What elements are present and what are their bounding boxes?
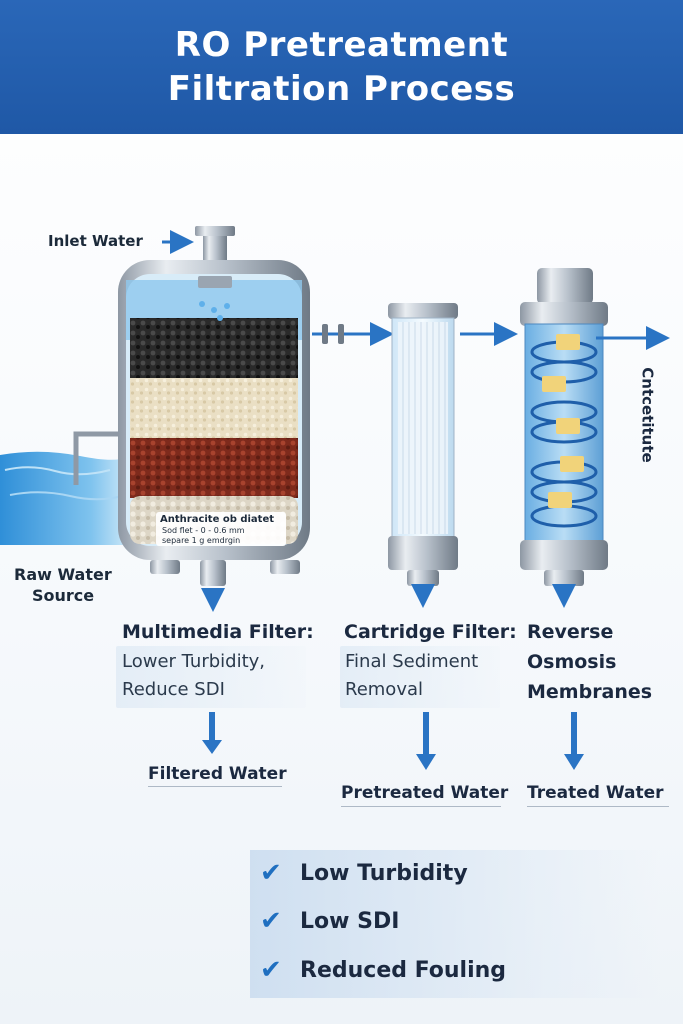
benefit-text: Reduced Fouling [300,957,507,983]
media-label-line2: Sod flet - 0 - 0.6 mm [162,526,245,535]
title-banner: RO Pretreatment Filtration Process [0,0,683,134]
stage-multimedia-desc-line1: Lower Turbidity, [122,651,265,672]
stage-ro-title-line1: Reverse [527,621,614,643]
stage-multimedia-desc-line2: Reduce SDI [122,679,225,700]
raw-water-label-line2: Source [32,586,95,605]
stage-cartridge-desc-box [340,646,500,708]
stage-cartridge-desc-line2: Removal [345,679,424,700]
stage-cartridge-output: Pretreated Water [341,783,509,803]
raw-water-pool [0,451,130,545]
benefit-text: Low Turbidity [300,860,468,886]
stage-multimedia-desc-box [116,646,306,708]
stage-multimedia-down-arrow-icon [202,712,222,754]
page-title-line1: RO Pretreatment [174,25,509,65]
benefit-item: ✔ Low Turbidity [260,858,468,888]
inlet-water-label: Inlet Water [48,232,143,250]
checkmark-icon: ✔ [260,858,282,888]
benefit-item: ✔ Low SDI [260,906,399,936]
page-title-line2: Filtration Process [167,69,516,109]
stage-ro-down-arrow-icon [564,712,584,770]
checkmark-icon: ✔ [260,955,282,985]
stage-cartridge-output-underline [341,806,501,807]
raw-water-label-line1: Raw Water [14,565,112,584]
stage-ro-title-line2: Osmosis [527,651,617,673]
media-label-line3: separe 1 g emdrgin [162,536,241,545]
stage-ro-output-underline [527,806,669,807]
media-label-line1: Anthracite ob diatet [160,514,275,525]
stage-multimedia-output: Filtered Water [148,764,287,784]
process-diagram [0,226,670,612]
media-label-plate [156,512,286,546]
benefit-item: ✔ Reduced Fouling [260,955,506,985]
stage-ro-title-line3: Membranes [527,681,653,703]
stage-ro-output: Treated Water [527,783,664,803]
stage-cartridge-title: Cartridge Filter: [344,621,517,643]
stage-multimedia-title: Multimedia Filter: [122,621,314,643]
stage-cartridge-desc-line1: Final Sediment [345,651,479,672]
stage-multimedia-output-underline [148,786,282,787]
benefit-text: Low SDI [300,908,400,934]
intake-pipe [73,431,122,485]
stage-cartridge-down-arrow-icon [416,712,436,770]
concentrate-label: Cntcetitute [639,367,657,463]
benefits-panel: ✔ Low Turbidity ✔ Low SDI ✔ Reduced Foul… [250,850,660,998]
checkmark-icon: ✔ [260,906,282,936]
